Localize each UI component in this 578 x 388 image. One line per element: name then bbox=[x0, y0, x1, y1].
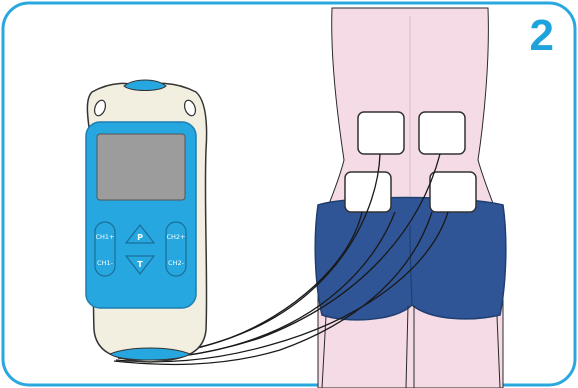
ch1-pill bbox=[95, 222, 115, 276]
tens-unit-icon: P T CH1+ CH1- CH2+ CH2- bbox=[86, 80, 207, 362]
ch1-plus-label: CH1+ bbox=[95, 233, 114, 241]
ch2-pill bbox=[166, 222, 186, 276]
step-number: 2 bbox=[530, 14, 554, 58]
down-button-label: T bbox=[137, 260, 143, 269]
electrode-pad-icon bbox=[358, 112, 404, 154]
electrode-pad-icon bbox=[430, 172, 476, 212]
lower-back-figure bbox=[315, 8, 506, 388]
ch2-minus-label: CH2- bbox=[168, 259, 185, 267]
ch2-plus-label: CH2+ bbox=[166, 233, 185, 241]
electrode-pad-icon bbox=[419, 112, 465, 154]
ch1-minus-label: CH1- bbox=[97, 259, 114, 267]
up-button-label: P bbox=[137, 233, 143, 242]
electrode-pad-icon bbox=[345, 172, 391, 212]
device-screen bbox=[97, 134, 185, 200]
